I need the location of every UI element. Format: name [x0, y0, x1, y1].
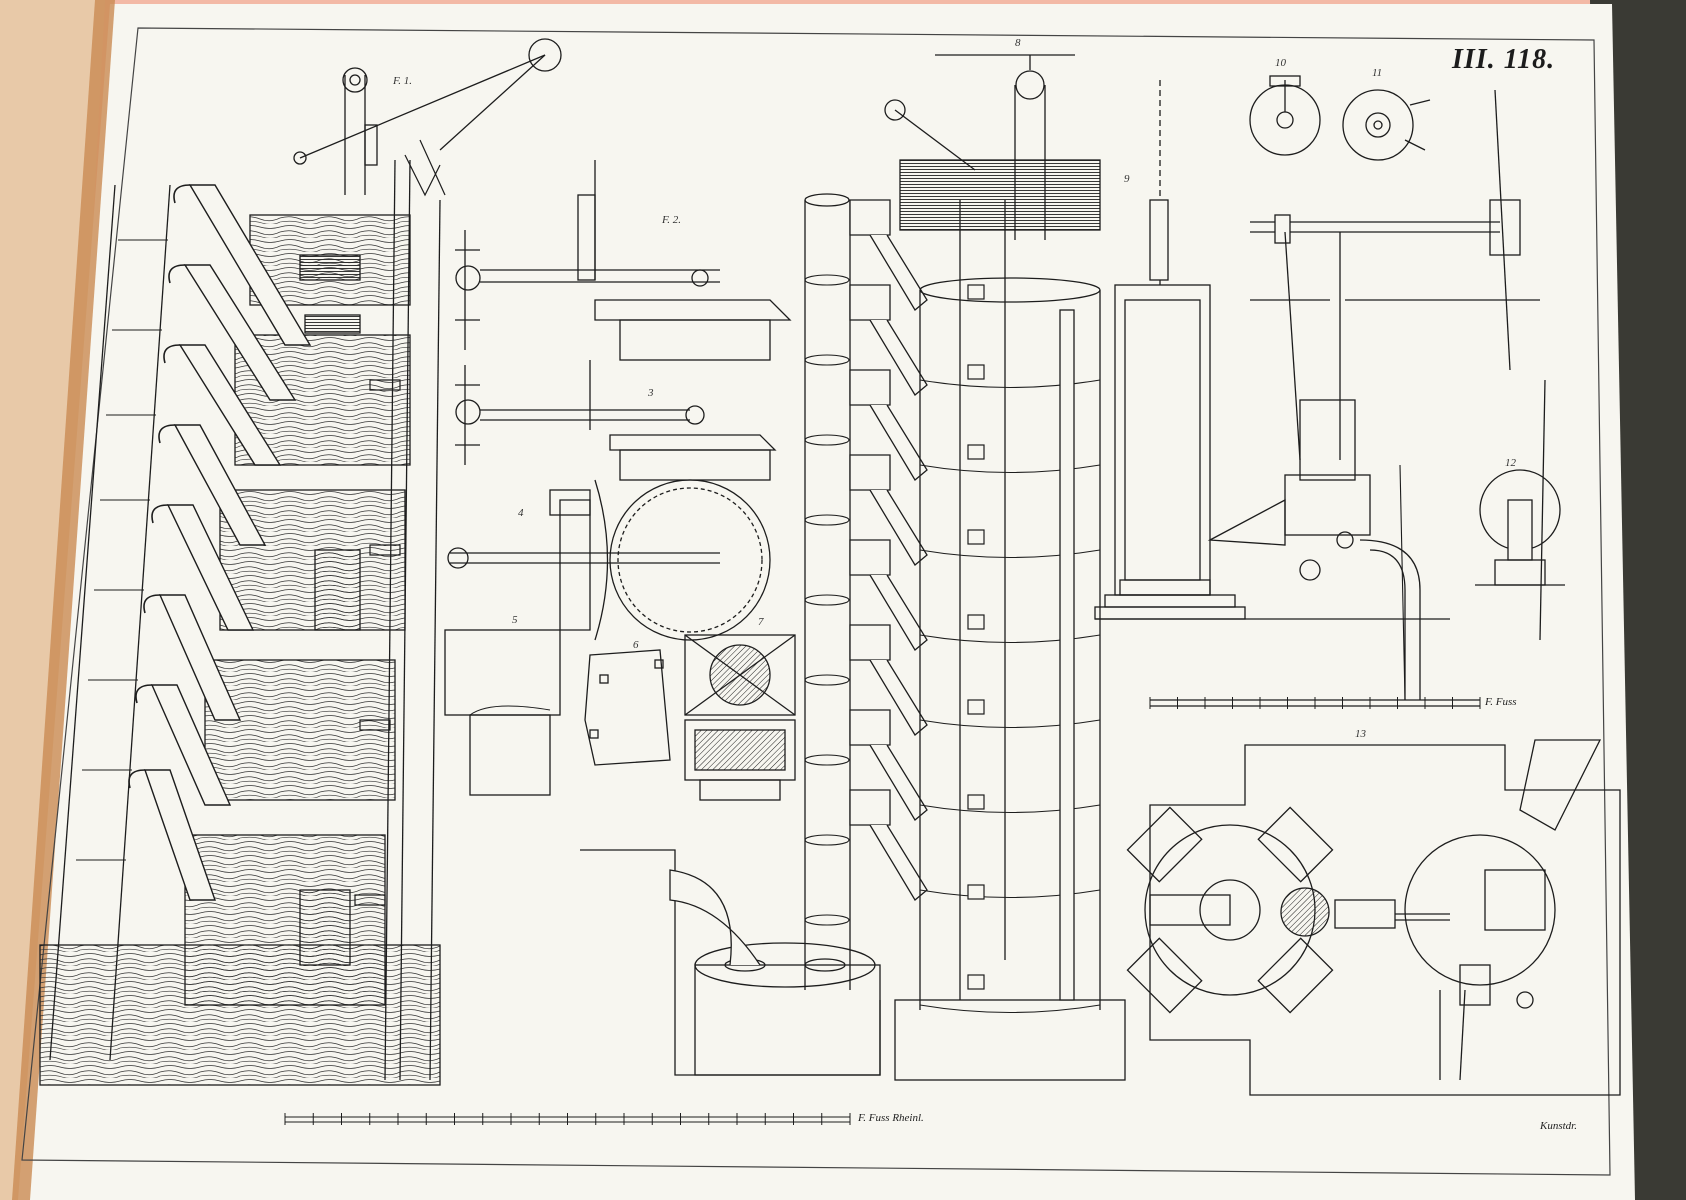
figure-3-label: 3 — [648, 387, 654, 399]
plate-border — [21, 27, 1611, 1176]
figure-1-column-still — [39, 38, 562, 1086]
bottom-scale-ticks — [284, 1113, 851, 1125]
right-scale-label: F. Fuss — [1485, 696, 1517, 708]
plate-number: III. 118. — [1452, 44, 1556, 75]
figure-2-valve — [455, 160, 792, 361]
figure-10-wheel — [1249, 75, 1321, 156]
figure-11-wheel — [1342, 89, 1431, 161]
figure-7-grate — [684, 634, 796, 801]
figure-7-label: 7 — [758, 616, 764, 628]
figure-3-valve — [455, 360, 777, 481]
figure-8-cylinder — [884, 54, 1126, 1081]
figure-boiler-base — [580, 849, 881, 1076]
figure-9-pump-cylinder — [1094, 80, 1450, 620]
figure-4-valve-wheel — [447, 479, 771, 641]
figure-12-wheel — [1475, 469, 1565, 586]
page-sheet — [18, 4, 1635, 1200]
figure-4-label: 4 — [518, 507, 524, 519]
figure-5-box — [444, 629, 561, 796]
engraver-signature: Kunstdr. — [1540, 1120, 1577, 1132]
right-scale-ticks — [1149, 697, 1481, 709]
figure-12-label: 12 — [1505, 457, 1516, 469]
figure-1-label: F. 1. — [393, 75, 413, 87]
figure-8-label: 8 — [1015, 37, 1021, 49]
figure-6-label: 6 — [633, 639, 639, 651]
figure-pump-frame — [1207, 89, 1546, 701]
figure-5-label: 5 — [512, 614, 518, 626]
figure-10-label: 10 — [1275, 57, 1286, 69]
figure-13-label: 13 — [1355, 728, 1366, 740]
figure-9-label: 9 — [1124, 173, 1130, 185]
figure-6-plate — [584, 649, 671, 766]
figure-11-label: 11 — [1372, 67, 1383, 79]
figure-13-plan — [1126, 739, 1621, 1096]
figure-centre-column — [804, 193, 928, 990]
bottom-scale-label: F. Fuss Rheinl. — [858, 1112, 924, 1124]
figure-2-label: F. 2. — [662, 214, 682, 226]
